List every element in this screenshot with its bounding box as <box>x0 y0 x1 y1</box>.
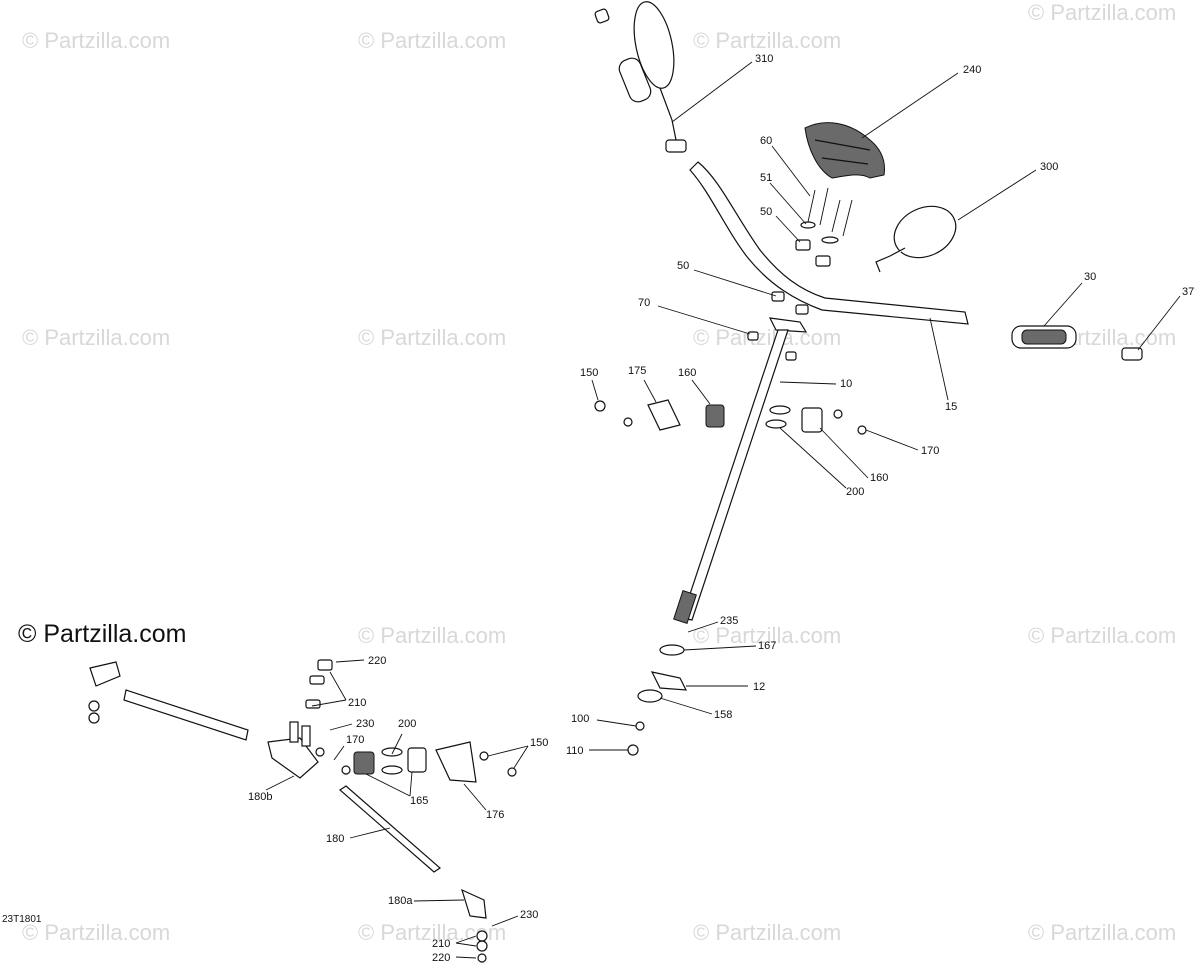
callout-label: 37 <box>1182 286 1194 298</box>
watermark: © Partzilla.com <box>1028 0 1176 25</box>
callout-label: 150 <box>580 367 598 379</box>
callout-label: 300 <box>1040 161 1058 173</box>
watermark: © Partzilla.com <box>358 28 506 53</box>
watermark: © Partzilla.com <box>693 325 841 350</box>
watermark: © Partzilla.com <box>693 920 841 945</box>
callout-label: 310 <box>755 53 773 65</box>
watermark: © Partzilla.com <box>1028 623 1176 648</box>
clamps-part <box>747 291 809 361</box>
callout-label: 100 <box>571 713 589 725</box>
callout-label: 180 <box>326 833 344 845</box>
watermark: © Partzilla.com <box>22 920 170 945</box>
grip-part <box>1011 325 1143 361</box>
callouts: 310 240 60 51 50 300 50 30 37 70 15 10 1… <box>248 53 1194 964</box>
callout-label: 170 <box>921 445 939 457</box>
steering-arm-part <box>267 659 517 783</box>
drag-link-part <box>339 785 488 963</box>
callout-label: 230 <box>520 909 538 921</box>
tie-rod-part <box>88 661 249 741</box>
callout-label: 158 <box>714 709 732 721</box>
callout-label: 10 <box>840 378 852 390</box>
watermark: © Partzilla.com <box>1028 920 1176 945</box>
callout-label: 70 <box>638 297 650 309</box>
parts <box>88 1 1143 963</box>
callout-label: 175 <box>628 365 646 377</box>
watermark: © Partzilla.com <box>693 28 841 53</box>
callout-label: 12 <box>753 681 765 693</box>
callout-label: 240 <box>963 64 981 76</box>
callout-label: 180b <box>248 791 272 803</box>
callout-label: 160 <box>678 367 696 379</box>
callout-label: 51 <box>760 172 772 184</box>
right-mirror-part <box>875 205 957 273</box>
bolts-part <box>795 187 853 267</box>
callout-label: 176 <box>486 809 504 821</box>
upper-bushings-part <box>594 399 867 435</box>
watermark: © Partzilla.com <box>358 623 506 648</box>
steering-column-part <box>673 317 808 625</box>
watermark: © Partzilla.com <box>693 623 841 648</box>
callout-label: 210 <box>432 938 450 950</box>
watermark: © Partzilla.com <box>22 28 170 53</box>
diagram-reference: 23T1801 <box>2 914 42 925</box>
left-mirror-part <box>594 1 687 153</box>
callout-label: 220 <box>368 655 386 667</box>
callout-label: 210 <box>348 697 366 709</box>
watermark: © Partzilla.com <box>358 325 506 350</box>
callout-label: 50 <box>677 260 689 272</box>
callout-label: 235 <box>720 615 738 627</box>
callout-label: 230 <box>356 718 374 730</box>
callout-label: 180a <box>388 895 413 907</box>
watermarks: © Partzilla.com © Partzilla.com © Partzi… <box>18 0 1176 945</box>
callout-label: 200 <box>398 718 416 730</box>
lower-column-parts <box>627 644 688 756</box>
callout-label: 167 <box>758 640 776 652</box>
watermark-main: © Partzilla.com <box>18 620 186 648</box>
callout-label: 200 <box>846 486 864 498</box>
callout-label: 170 <box>346 734 364 746</box>
callout-label: 165 <box>410 795 428 807</box>
callout-label: 160 <box>870 472 888 484</box>
callout-label: 110 <box>566 745 584 757</box>
callout-label: 220 <box>432 952 450 964</box>
handlebar-part <box>689 161 969 325</box>
watermark: © Partzilla.com <box>22 325 170 350</box>
callout-label: 150 <box>530 737 548 749</box>
callout-label: 15 <box>945 401 957 413</box>
leader-lines <box>265 61 1181 959</box>
callout-label: 60 <box>760 135 772 147</box>
callout-label: 50 <box>760 206 772 218</box>
callout-label: 30 <box>1084 271 1096 283</box>
